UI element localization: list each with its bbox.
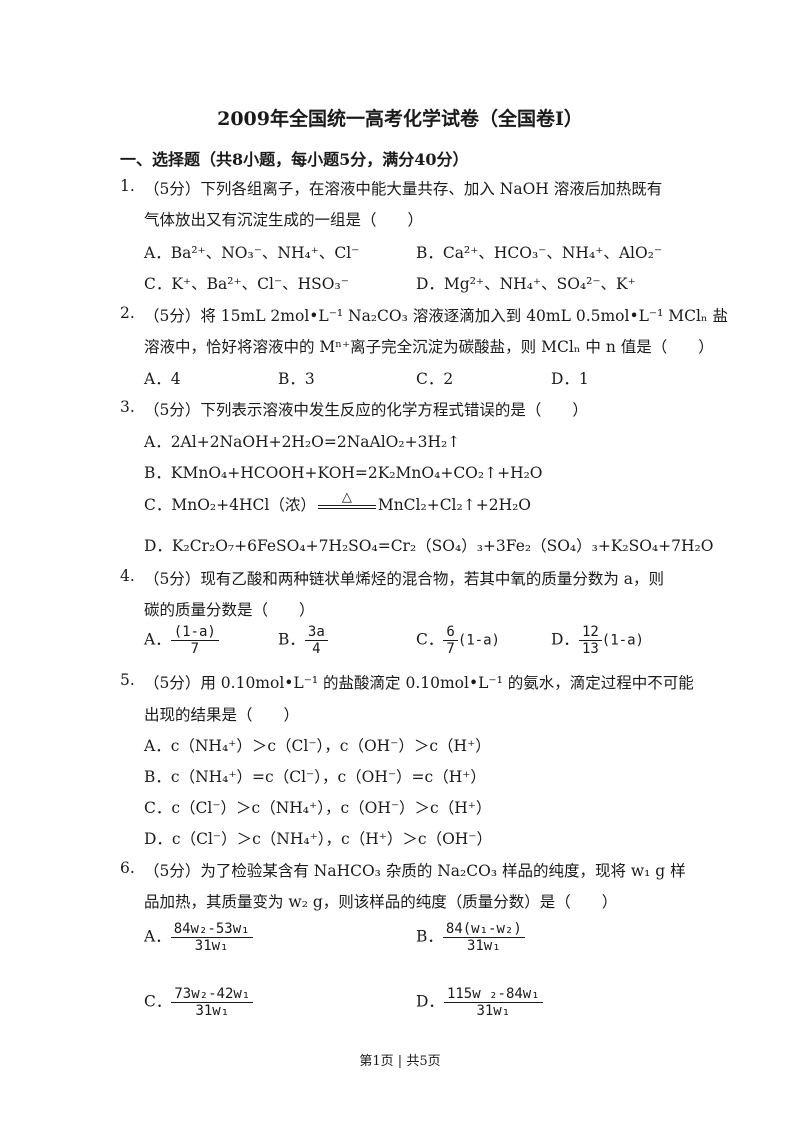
q5-stem-line1: （5分）用 0.10mol•L⁻¹ 的盐酸滴定 0.10mol•L⁻¹ 的氨水，…: [144, 674, 694, 692]
q1-stem-line1: （5分）下列各组离子，在溶液中能大量共存、加入 NaOH 溶液后加热既有: [144, 180, 663, 198]
q2-option-b: B．3: [278, 370, 315, 388]
q3-stem-line1: （5分）下列表示溶液中发生反应的化学方程式错误的是（ ）: [144, 401, 588, 419]
page-title: 2009年全国统一高考化学试卷（全国卷I）: [217, 108, 583, 130]
q6-stem-line2: 品加热，其质量变为 w₂ g，则该样品的纯度（质量分数）是（ ）: [144, 893, 618, 911]
q3-option-c: C．MnO₂+4HCl（浓） △ MnCl₂+Cl₂↑+2H₂O: [144, 490, 532, 516]
q6-option-b: B．84(w₁-w₂)31w₁: [416, 921, 525, 954]
q4-stem-line2: 碳的质量分数是（ ）: [144, 601, 315, 619]
q3-option-c-products: MnCl₂+Cl₂↑+2H₂O: [377, 496, 532, 514]
q2-stem-line1: （5分）将 15mL 2mol•L⁻¹ Na₂CO₃ 溶液逐滴加入到 40mL …: [144, 307, 729, 325]
q4-number: 4.: [120, 567, 135, 585]
heat-symbol-icon: △: [341, 490, 352, 505]
q5-option-c: C．c（Cl⁻）＞c（NH₄⁺），c（OH⁻）＞c（H⁺）: [144, 799, 492, 817]
q5-stem-line2: 出现的结果是（ ）: [144, 706, 300, 724]
q5-option-b: B．c（NH₄⁺）=c（Cl⁻），c（OH⁻）=c（H⁺）: [144, 768, 486, 786]
q3-option-a: A．2Al+2NaOH+2H₂O=2NaAlO₂+3H₂↑: [144, 433, 461, 451]
section-heading: 一、选择题（共8小题，每小题5分，满分40分）: [120, 150, 469, 169]
q4-option-a: A．(1-a)7: [144, 624, 219, 657]
reaction-condition-arrow: △: [316, 490, 378, 516]
q1-option-c: C．K⁺、Ba²⁺、Cl⁻、HSO₃⁻: [144, 275, 349, 293]
fraction: 84(w₁-w₂)31w₁: [442, 921, 525, 954]
q1-option-a: A．Ba²⁺、NO₃⁻、NH₄⁺、Cl⁻: [144, 244, 360, 262]
q5-option-d: D．c（Cl⁻）＞c（NH₄⁺），c（H⁺）＞c（OH⁻）: [144, 830, 492, 848]
q6-number: 6.: [120, 859, 135, 877]
q2-option-d: D．1: [551, 370, 589, 388]
q1-number: 1.: [120, 177, 135, 195]
q1-stem-line2: 气体放出又有沉淀生成的一组是（ ）: [144, 211, 424, 229]
q2-stem-line2: 溶液中，恰好将溶液中的 Mⁿ⁺离子完全沉淀为碳酸盐，则 MClₙ 中 n 值是（…: [144, 338, 714, 356]
q3-option-c-reactants: C．MnO₂+4HCl（浓）: [144, 496, 316, 514]
q4-stem-line1: （5分）现有乙酸和两种链状单烯烃的混合物，若其中氧的质量分数为 a，则: [144, 570, 665, 588]
q5-number: 5.: [120, 671, 135, 689]
fraction: (1-a)7: [170, 624, 219, 657]
q6-stem-line1: （5分）为了检验某含有 NaHCO₃ 杂质的 Na₂CO₃ 样品的纯度，现将 w…: [144, 862, 686, 880]
q3-number: 3.: [120, 398, 135, 416]
q3-option-b: B．KMnO₄+HCOOH+KOH=2K₂MnO₄+CO₂↑+H₂O: [144, 464, 543, 482]
q2-option-c: C．2: [416, 370, 454, 388]
page-footer: 第1页 | 共5页: [359, 1054, 441, 1069]
q3-option-d: D．K₂Cr₂O₇+6FeSO₄+7H₂SO₄=Cr₂（SO₄）₃+3Fe₂（S…: [144, 537, 714, 555]
q2-number: 2.: [120, 304, 135, 322]
q1-option-d: D．Mg²⁺、NH₄⁺、SO₄²⁻、K⁺: [416, 275, 636, 293]
q1-option-b: B．Ca²⁺、HCO₃⁻、NH₄⁺、AlO₂⁻: [416, 244, 663, 262]
q5-option-a: A．c（NH₄⁺）＞c（Cl⁻），c（OH⁻）＞c（H⁺）: [144, 737, 491, 755]
q2-option-a: A．4: [144, 370, 181, 388]
